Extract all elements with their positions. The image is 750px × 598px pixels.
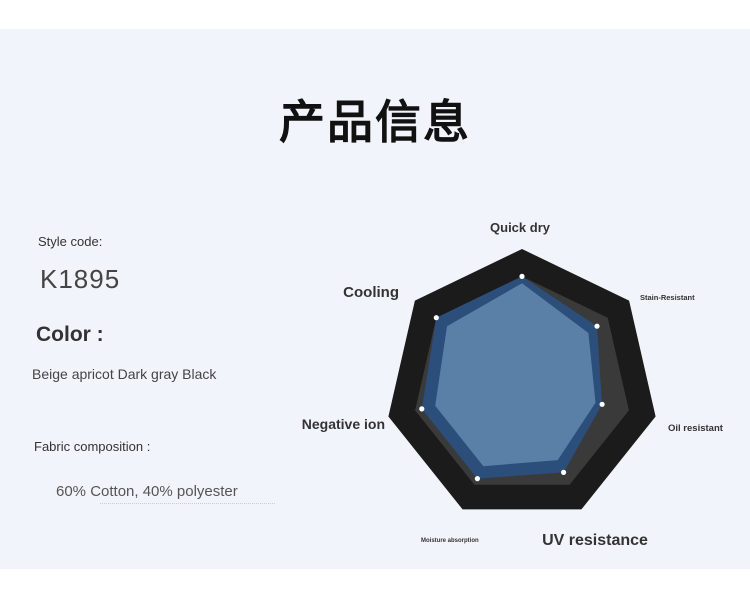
page-title: 产品信息 <box>279 95 471 149</box>
radar-axis-label: Moisture absorption <box>421 538 479 544</box>
color-label: Color : <box>36 323 104 346</box>
radar-point <box>599 401 605 407</box>
radar-axis-label: Stain-Resistant <box>640 293 695 302</box>
radar-axis-label: Negative ion <box>302 416 385 432</box>
radar-point <box>561 469 567 475</box>
radar-point <box>419 406 425 412</box>
radar-axis-label: Quick dry <box>490 220 551 235</box>
color-value: Beige apricot Dark gray Black <box>32 366 217 382</box>
radar-series-1 <box>435 283 596 467</box>
style-code-value: K1895 <box>40 264 121 294</box>
radar-axis-label: UV resistance <box>542 532 648 549</box>
radar-axis-label: Oil resistant <box>668 423 724 434</box>
radar-point <box>594 323 600 329</box>
style-code-label: Style code: <box>38 234 103 249</box>
fabric-composition-value: 60% Cotton, 40% polyester <box>56 483 238 500</box>
radar-point <box>474 476 480 482</box>
radar-axis-label: Cooling <box>343 284 399 301</box>
radar-point <box>519 273 525 279</box>
fabric-composition-label: Fabric composition : <box>34 439 151 454</box>
decorative-divider <box>100 503 275 504</box>
radar-point <box>433 315 439 321</box>
